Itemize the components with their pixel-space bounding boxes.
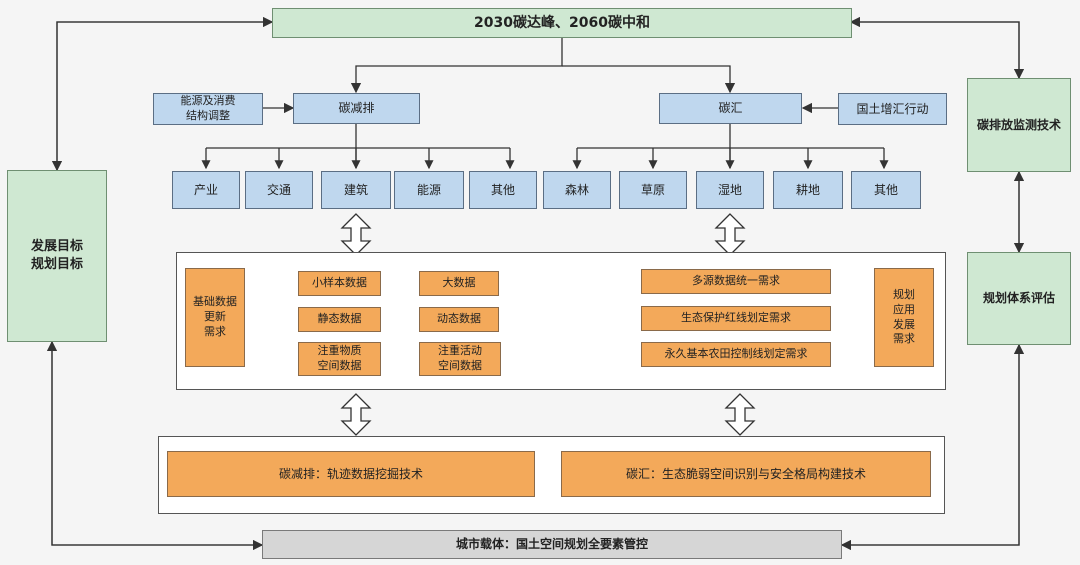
sink-eco-security-tech: 碳汇：生态脆弱空间识别与安全格局构建技术: [561, 451, 931, 497]
carbon-monitoring-tech: 碳排放监测技术: [967, 78, 1071, 172]
reduction-item-industry: 产业: [172, 171, 240, 209]
multi-source-data-need: 多源数据统一需求: [641, 269, 831, 294]
material-space-data: 注重物质 空间数据: [298, 342, 381, 376]
reduction-trajectory-tech: 碳减排：轨迹数据挖掘技术: [167, 451, 535, 497]
reduction-item-other: 其他: [469, 171, 537, 209]
farmland-line-need: 永久基本农田控制线划定需求: [641, 342, 831, 367]
planning-application-need: 规划 应用 发展 需求: [874, 268, 934, 367]
land-sink-action: 国土增汇行动: [838, 93, 947, 125]
development-goals: 发展目标 规划目标: [7, 170, 107, 342]
reduction-item-transport: 交通: [245, 171, 313, 209]
big-data: 大数据: [419, 271, 499, 296]
reduction-item-energy: 能源: [394, 171, 464, 209]
base-data-update-need: 基础数据 更新 需求: [185, 268, 245, 367]
energy-structure-adjustment: 能源及消费 结构调整: [153, 93, 263, 125]
double-arrow-icon: [724, 393, 756, 436]
city-carrier-bar: 城市载体：国土空间规划全要素管控: [262, 530, 842, 559]
reduction-item-building: 建筑: [321, 171, 391, 209]
activity-space-data: 注重活动 空间数据: [419, 342, 501, 376]
small-sample-data: 小样本数据: [298, 271, 381, 296]
sink-item-other: 其他: [851, 171, 921, 209]
top-goal: 2030碳达峰、2060碳中和: [272, 8, 852, 38]
carbon-reduction-title: 碳减排: [293, 93, 420, 124]
sink-item-grassland: 草原: [619, 171, 687, 209]
double-arrow-icon: [714, 213, 746, 256]
double-arrow-icon: [340, 393, 372, 436]
sink-item-farmland: 耕地: [773, 171, 843, 209]
dynamic-data: 动态数据: [419, 307, 499, 332]
eco-redline-need: 生态保护红线划定需求: [641, 306, 831, 331]
sink-item-wetland: 湿地: [696, 171, 764, 209]
double-arrow-icon: [340, 213, 372, 256]
sink-item-forest: 森林: [543, 171, 611, 209]
static-data: 静态数据: [298, 307, 381, 332]
planning-system-evaluation: 规划体系评估: [967, 252, 1071, 345]
carbon-sink-title: 碳汇: [659, 93, 802, 124]
